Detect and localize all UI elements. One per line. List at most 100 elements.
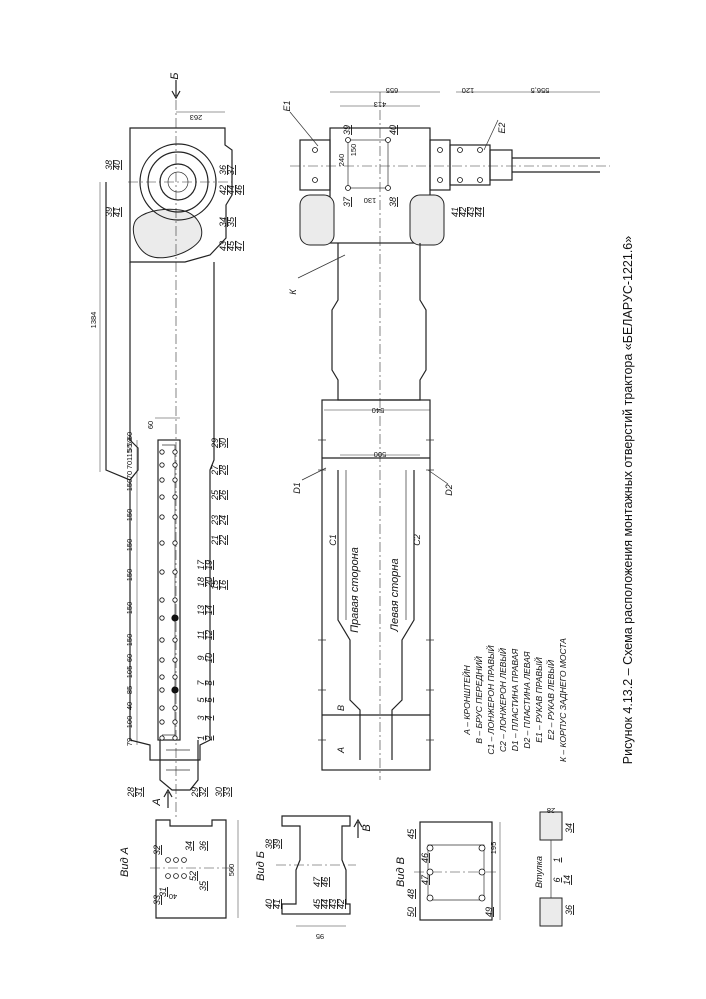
dim-5565: 556,5 <box>531 86 550 95</box>
hole-number-rail: 15 <box>210 579 220 590</box>
hole-number-rail: 6 <box>204 697 214 702</box>
axle-hole <box>312 177 318 183</box>
hole-number-vid_v: 47 <box>420 874 430 885</box>
label-right-side: Правая сторона <box>349 547 361 633</box>
dim-195: 195 <box>489 842 498 855</box>
dim-spacing: 85 <box>125 686 134 694</box>
rail-hole <box>172 477 178 483</box>
sleeve-E2 <box>449 144 491 186</box>
dim-1384: 1384 <box>89 312 98 329</box>
dim-150: 150 <box>349 144 358 157</box>
top-view <box>289 91 610 780</box>
dim-spacing: 150 <box>125 539 134 552</box>
hole-number-top: 46 <box>234 185 244 195</box>
hole-number-vid_b: 45 <box>312 898 322 909</box>
view-a-hole <box>173 873 179 879</box>
hole-number-vid_v: 49 <box>484 907 494 917</box>
longeron-C1 <box>337 470 361 760</box>
hole-number-vid_v: 46 <box>420 853 430 863</box>
dim-60: 60 <box>146 421 155 429</box>
hole-number-rail: 7 <box>196 680 206 686</box>
hole-number-vid_b: 46 <box>320 877 330 887</box>
view-a-hole <box>181 873 187 879</box>
view-a-title: Вид А <box>119 847 131 877</box>
view-a-drawing <box>150 819 239 919</box>
rail-hole <box>159 514 165 520</box>
rail-hole <box>159 540 165 546</box>
hole-number-vid_a: 35 <box>198 880 208 891</box>
hole-square <box>347 139 389 189</box>
rail-hole <box>159 735 165 741</box>
hole-number-top: 42 <box>218 185 228 195</box>
view-v-hole <box>426 868 434 876</box>
view-b-title: Вид Б <box>255 851 267 881</box>
rail-hole <box>172 637 178 643</box>
hole-number-vid_b: 39 <box>272 839 282 849</box>
label-E2: Е2 <box>497 122 507 133</box>
rear-axle-body <box>331 243 427 401</box>
rail-hole <box>159 477 165 483</box>
hole-number-rail: 9 <box>196 655 206 660</box>
hole-number-vid_b: 43 <box>328 899 338 909</box>
hole-number-rail: 21 <box>210 535 220 546</box>
hole-number-vid_a: 33 <box>152 895 162 905</box>
dim-540: 540 <box>372 406 385 415</box>
hole-number-rail: 24 <box>218 515 228 526</box>
dim-spacing: 55 <box>125 444 134 452</box>
rail-hole <box>172 657 178 663</box>
rail-hole <box>159 449 165 455</box>
label-B: В <box>336 705 346 711</box>
label-D1: D1 <box>292 482 302 494</box>
hole-number-bottom: 28 <box>126 787 136 798</box>
longeron-inner-lines <box>345 470 407 620</box>
hole-number-right_top: 38 <box>388 197 398 207</box>
leader-E1 <box>289 111 319 147</box>
view-v-hole <box>478 844 486 852</box>
rail-holes <box>159 449 179 741</box>
axle-hole <box>437 177 443 183</box>
axle-hole <box>437 147 443 153</box>
view-a-hole <box>165 857 171 863</box>
hole-number-rail: 30 <box>218 438 228 448</box>
hole-number-rail: 17 <box>196 559 206 570</box>
dim-spacing: 150 <box>125 602 134 615</box>
leader-E2 <box>483 119 499 151</box>
side-rail <box>157 439 181 741</box>
hole-number-vtulka: 14 <box>562 875 572 885</box>
dim-spacing: 70 <box>125 471 134 479</box>
hole-number-rail: 22 <box>218 535 228 546</box>
dim-263: 263 <box>190 113 203 122</box>
bushing-top <box>539 811 563 841</box>
hole-number-right_top: 42 <box>458 207 468 217</box>
hole-number-vid_b: 41 <box>272 899 282 909</box>
hole-number-top: 36 <box>218 165 228 175</box>
hole-number-vid_a: 36 <box>198 841 208 851</box>
rail-hole <box>159 615 165 621</box>
hole-number-rail: 1 <box>196 735 206 740</box>
view-v-title: Вид В <box>395 857 407 887</box>
hole-number-rail: 2 <box>204 735 214 741</box>
hole-number-top: 43 <box>218 241 228 251</box>
rail-hole <box>172 719 178 725</box>
view-a-hole <box>181 857 187 863</box>
svg-text:А: А <box>151 798 163 806</box>
bushing-drawing <box>539 811 563 927</box>
rail-hole <box>172 514 178 520</box>
rail-hole <box>159 569 165 575</box>
hole-number-vtulka: 34 <box>564 823 574 833</box>
label-left-side: Левая сторна <box>389 558 401 632</box>
hole-number-bottom: 30 <box>214 787 224 797</box>
hole-number-vid_v: 50 <box>406 907 416 917</box>
arrow-V: В <box>353 818 373 838</box>
bushing-title: Втулка <box>534 856 544 888</box>
hole-number-top: 45 <box>226 240 236 251</box>
wheel-left <box>299 194 335 246</box>
hole-number-rail: 18 <box>196 577 206 587</box>
axle-hole <box>457 147 463 153</box>
view-a-hole <box>165 873 171 879</box>
housing-broken-section <box>132 208 203 259</box>
svg-text:В: В <box>361 824 373 831</box>
rail-inner <box>162 444 176 736</box>
